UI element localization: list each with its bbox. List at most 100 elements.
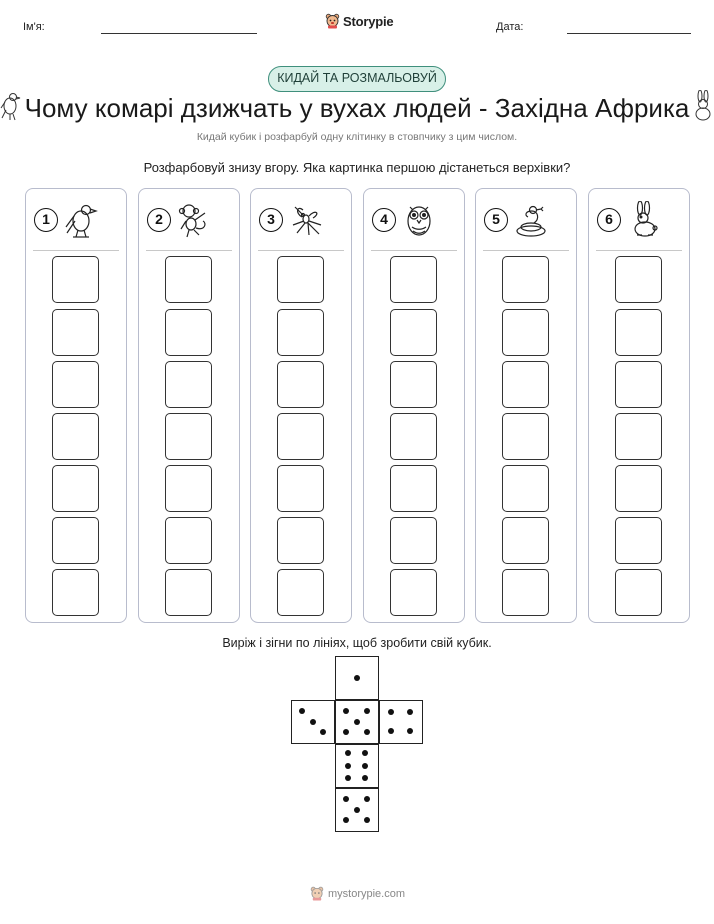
die-pip [345, 762, 352, 769]
rabbit-side-icon [695, 90, 711, 121]
color-cell[interactable] [390, 361, 437, 408]
column-header: 6 [597, 201, 663, 239]
color-cell[interactable] [390, 256, 437, 303]
color-cell[interactable] [165, 569, 212, 616]
mosquito-icon [292, 206, 322, 236]
storypie-logo: Storypie [325, 13, 394, 29]
date-line[interactable] [567, 33, 691, 34]
column-5: 5 [475, 188, 577, 623]
color-cell[interactable] [277, 309, 324, 356]
die-face-4 [379, 700, 423, 744]
color-cell[interactable] [52, 413, 99, 460]
footer-mascot-icon [310, 886, 324, 901]
color-cell[interactable] [390, 309, 437, 356]
footer-url[interactable]: mystorypie.com [328, 887, 406, 900]
die-pip [343, 816, 350, 823]
color-cell[interactable] [502, 517, 549, 564]
name-label: Ім'я: [23, 21, 45, 33]
crow-icon [65, 204, 98, 238]
color-cell[interactable] [615, 361, 662, 408]
die-face-5 [335, 788, 379, 832]
die-pip [319, 728, 326, 735]
column-number: 2 [147, 208, 171, 232]
color-cell[interactable] [615, 256, 662, 303]
color-cell[interactable] [165, 465, 212, 512]
column-number: 4 [372, 208, 396, 232]
die-pip [343, 728, 350, 735]
storypie-mascot-icon [325, 13, 340, 29]
color-cell[interactable] [52, 309, 99, 356]
monkey-icon [178, 204, 206, 238]
column-divider [146, 250, 232, 251]
color-cell[interactable] [52, 569, 99, 616]
die-face-5 [335, 700, 379, 744]
color-cell[interactable] [390, 465, 437, 512]
color-cell[interactable] [502, 413, 549, 460]
die-face-3 [291, 700, 335, 744]
color-cell[interactable] [502, 256, 549, 303]
footer: mystorypie.com [310, 886, 405, 901]
color-cell[interactable] [615, 413, 662, 460]
color-cell[interactable] [277, 517, 324, 564]
color-cell[interactable] [277, 361, 324, 408]
die-pip [363, 816, 370, 823]
column-number: 6 [597, 208, 621, 232]
color-cell[interactable] [615, 309, 662, 356]
logo-text: Storypie [343, 13, 394, 29]
column-divider [258, 250, 344, 251]
name-line[interactable] [101, 33, 257, 34]
color-cell[interactable] [277, 256, 324, 303]
color-cell[interactable] [502, 569, 549, 616]
date-label: Дата: [496, 21, 524, 33]
page-subtitle: Кидай кубик і розфарбуй одну клітинку в … [196, 131, 518, 143]
color-cell[interactable] [277, 465, 324, 512]
column-divider [33, 250, 119, 251]
column-divider [596, 250, 682, 251]
die-pip [299, 708, 306, 715]
column-divider [483, 250, 569, 251]
column-header: 5 [484, 201, 550, 239]
color-cell[interactable] [52, 465, 99, 512]
die-pip [388, 727, 395, 734]
rabbit-icon [634, 201, 658, 237]
color-cell[interactable] [390, 569, 437, 616]
color-cell[interactable] [52, 361, 99, 408]
color-cell[interactable] [615, 569, 662, 616]
color-cell[interactable] [390, 413, 437, 460]
column-3: 3 [250, 188, 352, 623]
page-title: Чому комарі дзижчать у вухах людей - Зах… [24, 93, 690, 123]
instruction-text: Розфарбовуй знизу вгору. Яка картинка пе… [143, 160, 571, 175]
color-cell[interactable] [390, 517, 437, 564]
color-cell[interactable] [277, 569, 324, 616]
color-cell[interactable] [277, 413, 324, 460]
cut-instruction: Виріж і зігни по лініях, щоб зробити сві… [222, 636, 492, 650]
color-cell[interactable] [52, 517, 99, 564]
color-cell[interactable] [165, 361, 212, 408]
color-cell[interactable] [615, 465, 662, 512]
crow-side-icon [0, 93, 21, 121]
owl-icon [407, 206, 431, 236]
column-number: 5 [484, 208, 508, 232]
die-face-6 [335, 744, 379, 788]
die-pip [406, 709, 413, 716]
color-cell[interactable] [502, 465, 549, 512]
color-cell[interactable] [615, 517, 662, 564]
color-cell[interactable] [165, 256, 212, 303]
color-cell[interactable] [502, 309, 549, 356]
column-header: 2 [147, 201, 213, 239]
color-cell[interactable] [165, 309, 212, 356]
color-cell[interactable] [165, 413, 212, 460]
color-cell[interactable] [502, 361, 549, 408]
column-6: 6 [588, 188, 690, 623]
column-divider [371, 250, 457, 251]
color-cell[interactable] [165, 517, 212, 564]
die-pip [388, 709, 395, 716]
activity-badge: КИДАЙ ТА РОЗМАЛЬОВУЙ [268, 66, 446, 92]
die-pip [343, 796, 350, 803]
die-pip [345, 774, 352, 781]
column-header: 1 [34, 201, 100, 239]
column-1: 1 [25, 188, 127, 623]
die-pip [363, 708, 370, 715]
color-cell[interactable] [52, 256, 99, 303]
die-pip [361, 762, 368, 769]
